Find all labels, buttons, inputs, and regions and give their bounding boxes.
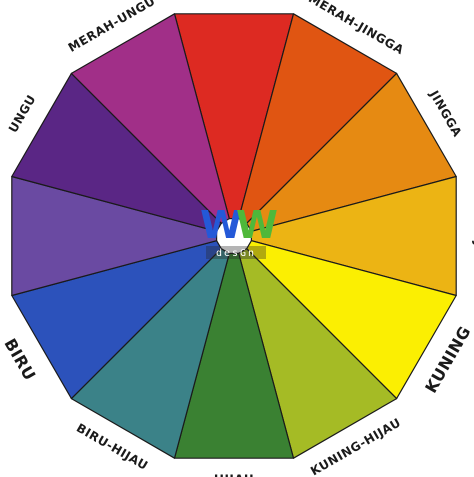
logo-letter-w2: W <box>236 203 277 247</box>
wheel-segments <box>11 13 457 459</box>
label-kuning-jingga: KUNING-JINGGA <box>472 180 474 293</box>
label-hijau: HIJAU <box>214 473 254 477</box>
label-ungu: UNGU <box>6 92 39 135</box>
svg-text:WW: WW <box>200 203 277 247</box>
logo-tagline-backing <box>206 246 266 259</box>
segment-merah-ungu <box>70 13 230 224</box>
logo-tagline: desGn <box>216 248 256 259</box>
label-biru: BIRU <box>0 335 39 384</box>
ww-design-logo: WW desGn <box>200 203 283 259</box>
label-jingga: JINGGA <box>426 87 464 139</box>
logo-letter-w1: W <box>200 203 241 247</box>
